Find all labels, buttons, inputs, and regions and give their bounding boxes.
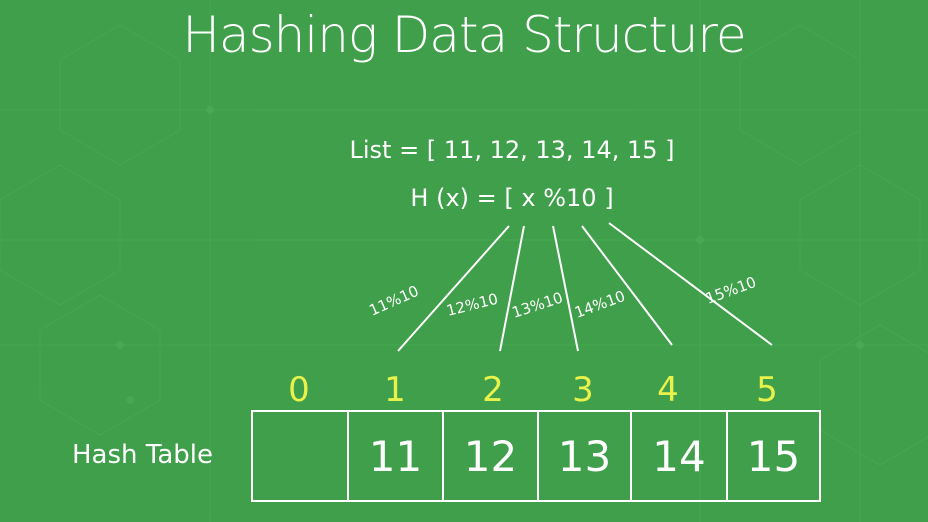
hash-table-cell-0 bbox=[253, 412, 347, 500]
index-5: 5 bbox=[756, 370, 778, 410]
mapping-line-14 bbox=[581, 225, 673, 346]
mapping-line-13 bbox=[552, 225, 579, 352]
index-1: 1 bbox=[384, 370, 406, 410]
mapping-label-12: 12%10 bbox=[445, 290, 500, 320]
hash-table: 11 12 13 14 15 bbox=[251, 410, 821, 502]
hash-table-cell-4: 14 bbox=[630, 412, 726, 500]
page-title: Hashing Data Structure bbox=[182, 6, 746, 64]
mapping-line-11 bbox=[397, 225, 510, 352]
mapping-label-14: 14%10 bbox=[572, 287, 627, 322]
index-3: 3 bbox=[572, 370, 594, 410]
hash-table-cell-5: 15 bbox=[726, 412, 819, 500]
mapping-line-12 bbox=[499, 225, 525, 352]
hash-table-cell-1: 11 bbox=[347, 412, 442, 500]
hash-function: H (x) = [ x %10 ] bbox=[410, 184, 614, 212]
hash-table-label: Hash Table bbox=[72, 440, 214, 470]
mapping-label-13: 13%10 bbox=[510, 288, 565, 321]
hash-table-cell-2: 12 bbox=[442, 412, 537, 500]
list-expression: List = [ 11, 12, 13, 14, 15 ] bbox=[349, 136, 675, 164]
mapping-label-15: 15%10 bbox=[703, 273, 758, 308]
hash-table-cell-3: 13 bbox=[537, 412, 630, 500]
index-4: 4 bbox=[657, 370, 679, 410]
index-0: 0 bbox=[288, 370, 310, 410]
mapping-label-11: 11%10 bbox=[366, 282, 421, 320]
mapping-line-15 bbox=[608, 222, 773, 346]
index-2: 2 bbox=[482, 370, 504, 410]
